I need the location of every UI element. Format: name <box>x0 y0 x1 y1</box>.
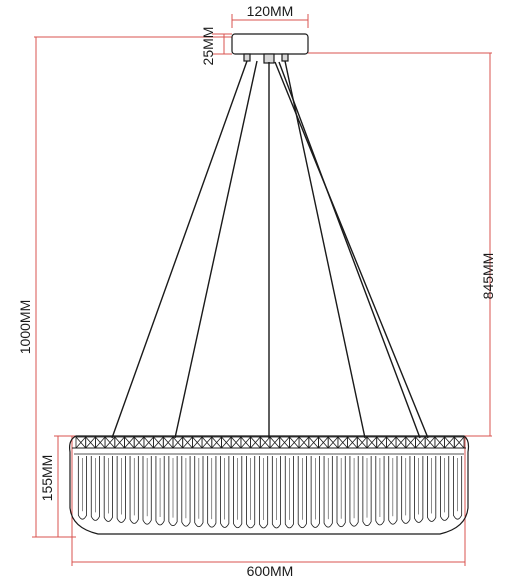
lattice-diagonal <box>104 436 116 449</box>
lattice-diagonal <box>124 436 135 449</box>
lattice-diagonal <box>95 436 106 449</box>
lattice-diagonal <box>347 436 358 449</box>
crystal-prism <box>284 456 294 529</box>
lattice-diagonal <box>395 436 407 449</box>
crystal-prism <box>388 456 398 525</box>
canopy-body <box>231 33 309 55</box>
crystal-prism <box>362 456 372 527</box>
cable <box>174 60 258 439</box>
lattice-diagonal <box>85 436 96 449</box>
lattice-diagonal <box>415 436 426 449</box>
lattice-diagonal <box>201 436 213 449</box>
cable <box>111 60 248 439</box>
cable <box>284 60 366 439</box>
lattice-diagonal <box>453 436 465 449</box>
lattice-diagonal <box>298 436 310 449</box>
crystal-prism <box>207 456 217 528</box>
crystal-prism <box>155 456 165 526</box>
ring-top-band <box>75 436 465 449</box>
crystal-prism <box>77 456 88 520</box>
canopy-fixing-2 <box>263 53 275 64</box>
lattice-diagonal <box>250 436 261 449</box>
crystal-prism <box>103 456 113 522</box>
crystal-prism <box>452 456 463 520</box>
lattice-diagonal <box>376 436 387 449</box>
crystal-prism <box>336 456 346 528</box>
cable <box>278 61 421 439</box>
ring-height-label: 155MM <box>39 455 55 502</box>
crystal-prism <box>297 456 307 529</box>
crystal-prism <box>246 456 256 529</box>
lattice-diagonal <box>279 436 290 449</box>
lattice-diagonal <box>192 436 203 449</box>
crystal-prism <box>258 456 269 529</box>
suspension-cables <box>111 60 429 439</box>
ring-diameter-label: 600MM <box>247 563 294 579</box>
crystal-prism <box>375 456 385 526</box>
crystal-prism <box>349 456 359 527</box>
lattice-diagonal <box>327 436 339 449</box>
crystal-prism <box>194 456 204 528</box>
crystal-prism <box>220 456 230 528</box>
canopy-fixing-3 <box>281 53 289 62</box>
lattice-diagonal <box>230 436 242 449</box>
lattice-diagonal <box>162 436 174 449</box>
cable <box>274 61 429 439</box>
lattice-diagonal <box>143 436 154 449</box>
lattice-diagonal <box>133 436 145 449</box>
total-height-label: 1000MM <box>17 300 33 354</box>
crystal-prism <box>271 456 282 529</box>
lattice-diagonal <box>337 436 348 449</box>
crystal-prism <box>129 456 139 524</box>
suspension-length-label: 845MM <box>480 253 496 300</box>
lattice-diagonal <box>75 436 87 449</box>
lattice-diagonal <box>221 436 232 449</box>
crystal-prism <box>310 456 320 528</box>
canopy-height-label: 25MM <box>200 27 216 66</box>
lattice-diagonal <box>444 436 455 449</box>
lattice-diagonal <box>386 436 397 449</box>
crystal-prism <box>414 456 424 523</box>
crystal-prism <box>323 456 333 528</box>
lattice-diagonal <box>172 436 184 449</box>
lattice-diagonal <box>424 436 436 449</box>
crystal-prism <box>401 456 411 524</box>
crystal-prism <box>233 456 243 529</box>
canopy-width-label: 120MM <box>247 3 294 19</box>
lattice-diagonal <box>259 436 271 449</box>
crystal-prism <box>142 456 152 525</box>
lattice-diagonal <box>366 436 378 449</box>
lattice-diagonal <box>182 436 193 449</box>
crystal-prism <box>90 456 100 521</box>
lattice-diagonal <box>240 436 251 449</box>
lattice-diagonal <box>434 436 445 449</box>
lattice-diagonal <box>356 436 368 449</box>
ring-outline <box>69 435 470 535</box>
canopy <box>231 33 309 64</box>
lattice-diagonal <box>318 436 329 449</box>
lattice-diagonal <box>211 436 222 449</box>
lattice-diagonal <box>308 436 319 449</box>
lattice-diagonal <box>114 436 125 449</box>
crystal-ring <box>69 435 470 535</box>
crystal-prism <box>440 456 450 521</box>
crystal-prism <box>427 456 437 522</box>
canopy-fixing-1 <box>243 53 251 62</box>
crystal-prism <box>116 456 126 523</box>
lattice-diagonal <box>289 436 300 449</box>
lattice-diagonal <box>153 436 164 449</box>
ring-crystal-panels <box>77 456 463 529</box>
crystal-prism <box>181 456 191 527</box>
crystal-prism <box>168 456 178 527</box>
lattice-diagonal <box>269 436 281 449</box>
lattice-diagonal <box>405 436 416 449</box>
